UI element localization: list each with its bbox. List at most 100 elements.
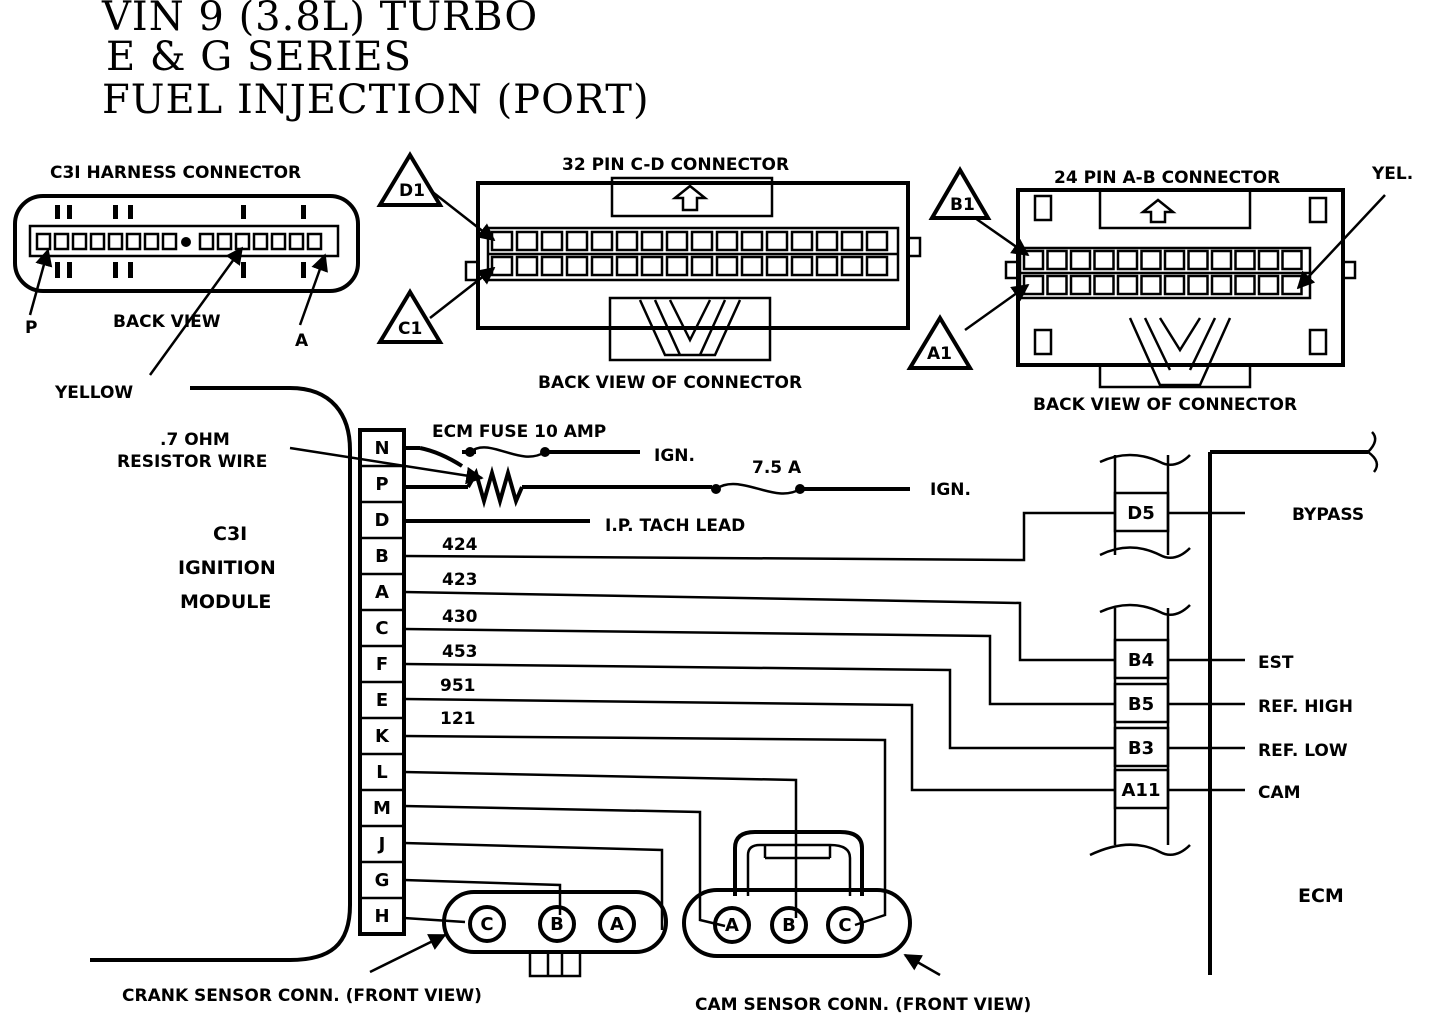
- ab-back-view-label: BACK VIEW OF CONNECTOR: [1033, 395, 1297, 415]
- ab-pin-cavity: [1234, 274, 1256, 296]
- cd-pin-cavity: [540, 255, 564, 277]
- c3i-pin-cavity: [35, 232, 52, 251]
- ecm-label: ECM: [1298, 885, 1344, 907]
- crank-pin-circle: [598, 905, 636, 943]
- cd-pin-cavity: [540, 230, 564, 252]
- ab-pin-cavity: [1210, 249, 1233, 271]
- ign-label-2: IGN.: [930, 480, 971, 500]
- cd-pin-cavity: [790, 255, 814, 277]
- ab-pin-cavity: [1116, 249, 1139, 271]
- ecm-pin-label: D5: [1127, 503, 1154, 524]
- c3i-harness-connector: C3I HARNESS CONNECTOR P BACK VIEW A YELL…: [13, 163, 360, 403]
- ab-pin-cavity: [1140, 249, 1162, 271]
- circuit-423-label: 423: [442, 570, 478, 590]
- cd-pin-cavity: [665, 255, 689, 277]
- module-pin-label: G: [375, 870, 390, 891]
- title-line-2: E & G SERIES: [106, 34, 412, 80]
- ecm-function-label: REF. LOW: [1258, 741, 1348, 761]
- crank-sensor-label: CRANK SENSOR CONN. (FRONT VIEW): [122, 986, 482, 1006]
- module-label-line-2: IGNITION: [178, 557, 276, 579]
- circuit-430-label: 430: [442, 607, 478, 627]
- module-pin-label: A: [375, 582, 389, 603]
- c3i-pin-cavity: [161, 232, 178, 251]
- resistor-label-line-1: .7 OHM: [160, 430, 230, 450]
- module-pin-label: D: [375, 510, 390, 531]
- cd-pin-cavity: [815, 255, 839, 277]
- ab-pin-cavity: [1069, 249, 1092, 271]
- cam-sensor-label: CAM SENSOR CONN. (FRONT VIEW): [695, 995, 1031, 1015]
- circuit-121-label: 121: [440, 709, 476, 729]
- c3i-pin-cavity: [198, 232, 215, 251]
- ab-pin-cavity: [1163, 249, 1186, 271]
- wire-423: [403, 590, 1115, 662]
- ecm-function-label: CAM: [1258, 783, 1301, 803]
- ab-pin-cavity: [1093, 249, 1115, 271]
- c3i-pin-cavity: [288, 232, 305, 251]
- cd-pin-cavity: [840, 230, 864, 252]
- cd-pin-cavity: [740, 230, 764, 252]
- ecm-pin-label: B4: [1128, 650, 1154, 671]
- ab-pin-cavity: [1069, 274, 1092, 296]
- ab-pin-cavity: [1234, 249, 1256, 271]
- cd-pin-cavity: [765, 255, 789, 277]
- cd-pin-cavity: [615, 255, 639, 277]
- c3i-pin-cavity: [143, 232, 160, 251]
- cd-pin-cavity: [690, 230, 714, 252]
- ab-pin-cavity: [1116, 274, 1139, 296]
- module-pin-label: N: [374, 438, 389, 459]
- cd-pin-cavity: [815, 230, 839, 252]
- crank-pin-label: B: [550, 914, 564, 935]
- ecm-function-label: REF. HIGH: [1258, 697, 1353, 717]
- cam-pin-circle: [713, 906, 751, 944]
- c3i-pin-cavity: [107, 232, 124, 251]
- wire-h: [403, 916, 466, 924]
- cd-pin-cavity: [790, 230, 814, 252]
- wire-121: [403, 734, 887, 927]
- module-pin-label: H: [374, 906, 389, 927]
- ab-pin-cavity: [1093, 274, 1115, 296]
- ign-label-1: IGN.: [654, 446, 695, 466]
- ab-marker-a1: A1: [927, 344, 952, 364]
- ecm-pin-label: B5: [1128, 694, 1154, 715]
- cd-pin-cavity: [740, 255, 764, 277]
- cd-pin-cavity: [515, 230, 539, 252]
- ab-pin-cavity: [1140, 274, 1162, 296]
- crank-pin-label: C: [480, 914, 493, 935]
- c3i-pin-p-label: P: [25, 318, 37, 338]
- cd-pin-cavity: [590, 255, 614, 277]
- cd-marker-c1: C1: [398, 319, 422, 339]
- c3i-pin-cavity: [125, 232, 142, 251]
- crank-pin-circle: [468, 905, 506, 943]
- cd-pin-cavity: [865, 255, 889, 277]
- cd-pin-cavity: [565, 255, 589, 277]
- ecm-function-label: EST: [1258, 653, 1294, 673]
- c3i-pin-cavity: [234, 232, 251, 251]
- cd-pin-cavity: [490, 255, 514, 277]
- c3i-pin-a-label: A: [295, 331, 309, 351]
- cd-pin-cavity: [715, 255, 739, 277]
- cd-pin-cavity: [665, 230, 689, 252]
- cam-pin-label: C: [838, 915, 851, 936]
- ab-pin-cavity: [1187, 274, 1209, 296]
- cd-pin-cavity: [565, 230, 589, 252]
- module-pin-label: K: [375, 726, 390, 747]
- ab-pin-cavity: [1022, 249, 1045, 271]
- c3i-pin-cavity: [53, 232, 70, 251]
- module-pin-label: P: [375, 474, 388, 495]
- ab-pin-cavity: [1257, 249, 1280, 271]
- wire-430: [403, 627, 1115, 706]
- c3i-pin-cavity: [71, 232, 88, 251]
- cd-pin-cavity: [490, 230, 514, 252]
- cd-pin-cavity: [590, 230, 614, 252]
- cd-pin-cavity: [640, 230, 664, 252]
- cam-pin-label: A: [725, 915, 739, 936]
- crank-pin-circle: [538, 905, 576, 943]
- cd-pin-cavity: [840, 255, 864, 277]
- module-pin-label: F: [376, 654, 388, 675]
- resistor-label-line-2: RESISTOR WIRE: [117, 452, 267, 472]
- title-line-1: VIN 9 (3.8L) TURBO: [101, 0, 538, 40]
